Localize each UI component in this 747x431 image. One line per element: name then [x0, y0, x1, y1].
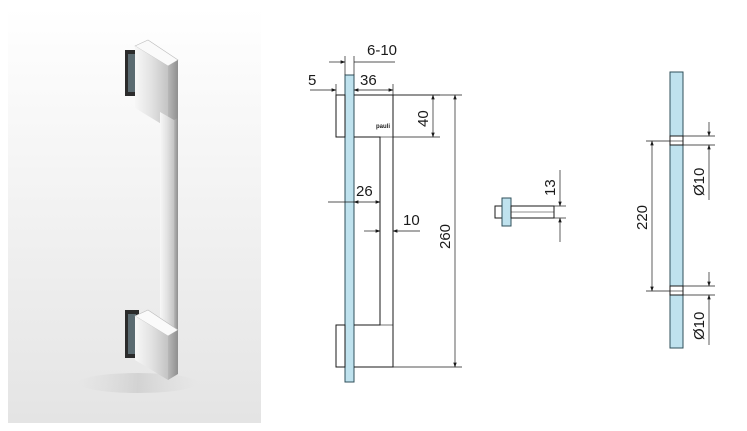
dim-fixing-height: 13 [542, 179, 559, 196]
dim-block-height: 40 [415, 110, 432, 127]
glass-view [646, 71, 715, 349]
product-photo [8, 8, 261, 423]
dim-total-height: 260 [437, 224, 454, 249]
dim-bar-width: 36 [360, 72, 377, 89]
hole-bottom [669, 285, 684, 296]
dim-hole-bottom: Ø10 [691, 312, 708, 340]
dim-offset: 5 [308, 72, 316, 89]
fixing-detail [494, 170, 566, 242]
dim-hole-spacing: 220 [634, 205, 651, 230]
dim-rod-width: 26 [356, 183, 373, 200]
logo-text: pauli [376, 124, 390, 130]
hole-top [669, 135, 684, 146]
glass-panel-side [669, 71, 684, 349]
glass-panel-front [344, 74, 355, 383]
dim-gap: 10 [403, 212, 420, 229]
dim-hole-top: Ø10 [691, 168, 708, 196]
front-view [310, 56, 462, 383]
dim-depth-range: 6-10 [367, 42, 397, 59]
